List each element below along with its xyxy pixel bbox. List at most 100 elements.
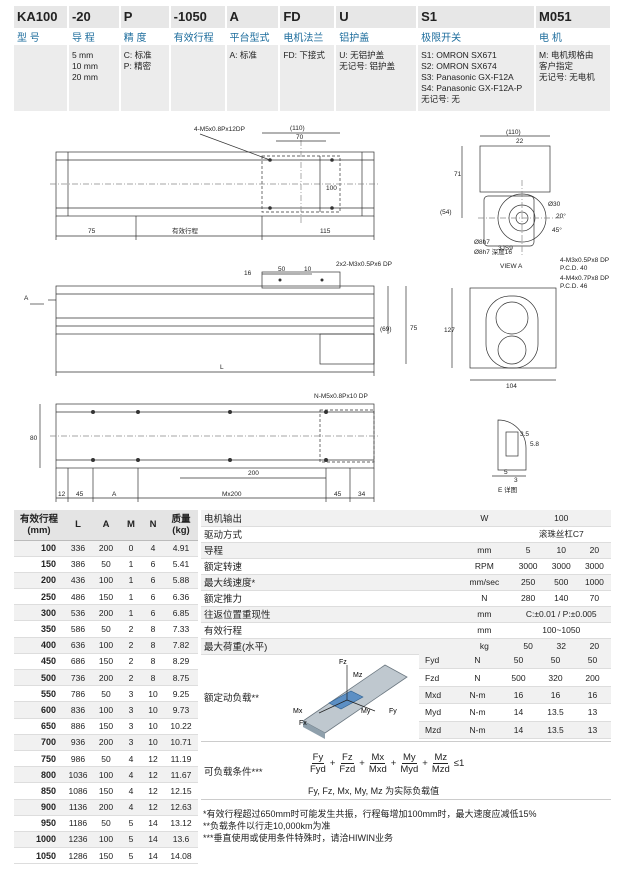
header-n: N: [142, 510, 164, 541]
value-cell: 50: [92, 556, 120, 573]
value-cell: 6: [142, 556, 164, 573]
load-value: 14: [513, 707, 524, 718]
code-cover: U: [335, 6, 419, 28]
formula-note: Fy, Fz, Mx, My, Mz 为实际负载值: [308, 786, 440, 796]
option-text: 无记号: 无: [421, 94, 460, 104]
bottom-dim-80: 80: [30, 435, 38, 442]
value-cell: 4.91: [164, 540, 198, 557]
spec-value: 100~1050: [511, 622, 611, 639]
bottom-hole-note: N-M5x0.8Px10 DP: [314, 393, 368, 400]
end-label-view: VIEW A: [500, 263, 523, 270]
label-motor: 电 机: [535, 28, 612, 45]
header-stroke: 有效行程 (mm): [14, 510, 64, 541]
bottom-dim-34: 34: [358, 491, 366, 498]
value-cell: 2: [120, 620, 142, 638]
value-cell: 886: [64, 718, 92, 735]
value-cell: 5: [120, 831, 142, 849]
spec-name: 往返位置重现性: [201, 606, 458, 623]
value-cell: 636: [64, 637, 92, 654]
spec-value: C:±0.01 / P:±0.005: [511, 606, 611, 623]
value-cell: 6.36: [164, 588, 198, 606]
spec-unit: RPM: [457, 558, 512, 575]
value-cell: 100: [92, 766, 120, 784]
value-cell: 8: [142, 620, 164, 638]
stroke-cell: 1000: [14, 831, 64, 849]
value-cell: 8: [142, 653, 164, 671]
value-cell: 536: [64, 604, 92, 622]
spec-value: 滚珠丝杠C7: [511, 526, 611, 543]
side-dim-16: 16: [244, 270, 252, 277]
stroke-cell: 200: [14, 572, 64, 590]
spec-name: 额定推力: [201, 590, 458, 607]
value-cell: 2: [120, 637, 142, 654]
value-cell: 200: [92, 799, 120, 816]
value-cell: 13.6: [164, 831, 198, 849]
label-lead: 导 程: [67, 28, 121, 45]
bottom-label-a: A: [112, 491, 117, 498]
stroke-cell: 950: [14, 815, 64, 832]
value-cell: 2: [120, 653, 142, 671]
load-key: Myd: [425, 707, 442, 718]
value-cell: 4: [120, 799, 142, 816]
option-text: S2: OMRON SX674: [421, 61, 497, 71]
bottom-dim-45-left: 45: [76, 491, 84, 498]
load-key: Fzd: [425, 672, 440, 683]
detail-dim-5-8: 5.8: [530, 441, 539, 448]
detail-dim-5: 5: [504, 469, 508, 476]
header-a: A: [92, 510, 120, 541]
stroke-cell: 300: [14, 604, 64, 622]
detail-label: E 详图: [498, 485, 517, 494]
option-text: FD: 下接式: [283, 50, 325, 60]
value-cell: 736: [64, 669, 92, 687]
code-lead: -20: [67, 6, 121, 28]
top-dim-stroke: 有效行程: [172, 226, 199, 235]
footnote: *有效行程超过650mm时可能发生共振，行程每增加100mm时，最大速度应减低1…: [203, 809, 537, 819]
value-cell: 150: [92, 653, 120, 671]
formula-result: ≤1: [453, 758, 465, 769]
end-dim-110: (110): [506, 129, 521, 136]
motor-dim-104: 104: [506, 383, 517, 390]
side-dim-69: (69): [380, 326, 392, 333]
footnote: **负载条件以行走10,000km为准: [203, 821, 331, 831]
value-cell: 0: [120, 540, 142, 557]
load-value: 50: [587, 655, 598, 666]
spec-value: 250: [511, 574, 545, 591]
value-cell: 200: [92, 604, 120, 622]
value-cell: 986: [64, 750, 92, 768]
options-precision: C: 标准 P: 精密: [119, 45, 171, 111]
option-text: P: 精密: [123, 61, 152, 71]
load-unit: N-m: [469, 689, 486, 700]
code-limit-switch: S1: [417, 6, 537, 28]
spec-value: 32: [544, 638, 578, 655]
end-dim-71: 71: [454, 171, 462, 178]
value-cell: 436: [64, 572, 92, 590]
spec-value: 70: [577, 590, 611, 607]
option-text: 无记号: 无电机: [539, 72, 595, 82]
side-hole-note: 2x2-M3x0.5Px6 DP: [336, 261, 392, 268]
end-view: [461, 135, 566, 256]
load-value: 200: [585, 672, 600, 683]
value-cell: 100: [92, 637, 120, 654]
stroke-cell: 650: [14, 718, 64, 735]
value-cell: 10: [142, 701, 164, 719]
end-hole-note-2: 4-M4x0.7Px8 DP: [560, 275, 609, 282]
code-precision: P: [119, 6, 171, 28]
fig-label-fz: Fz: [339, 659, 347, 666]
stroke-cell: 800: [14, 766, 64, 784]
spec-value: 10: [544, 542, 578, 559]
